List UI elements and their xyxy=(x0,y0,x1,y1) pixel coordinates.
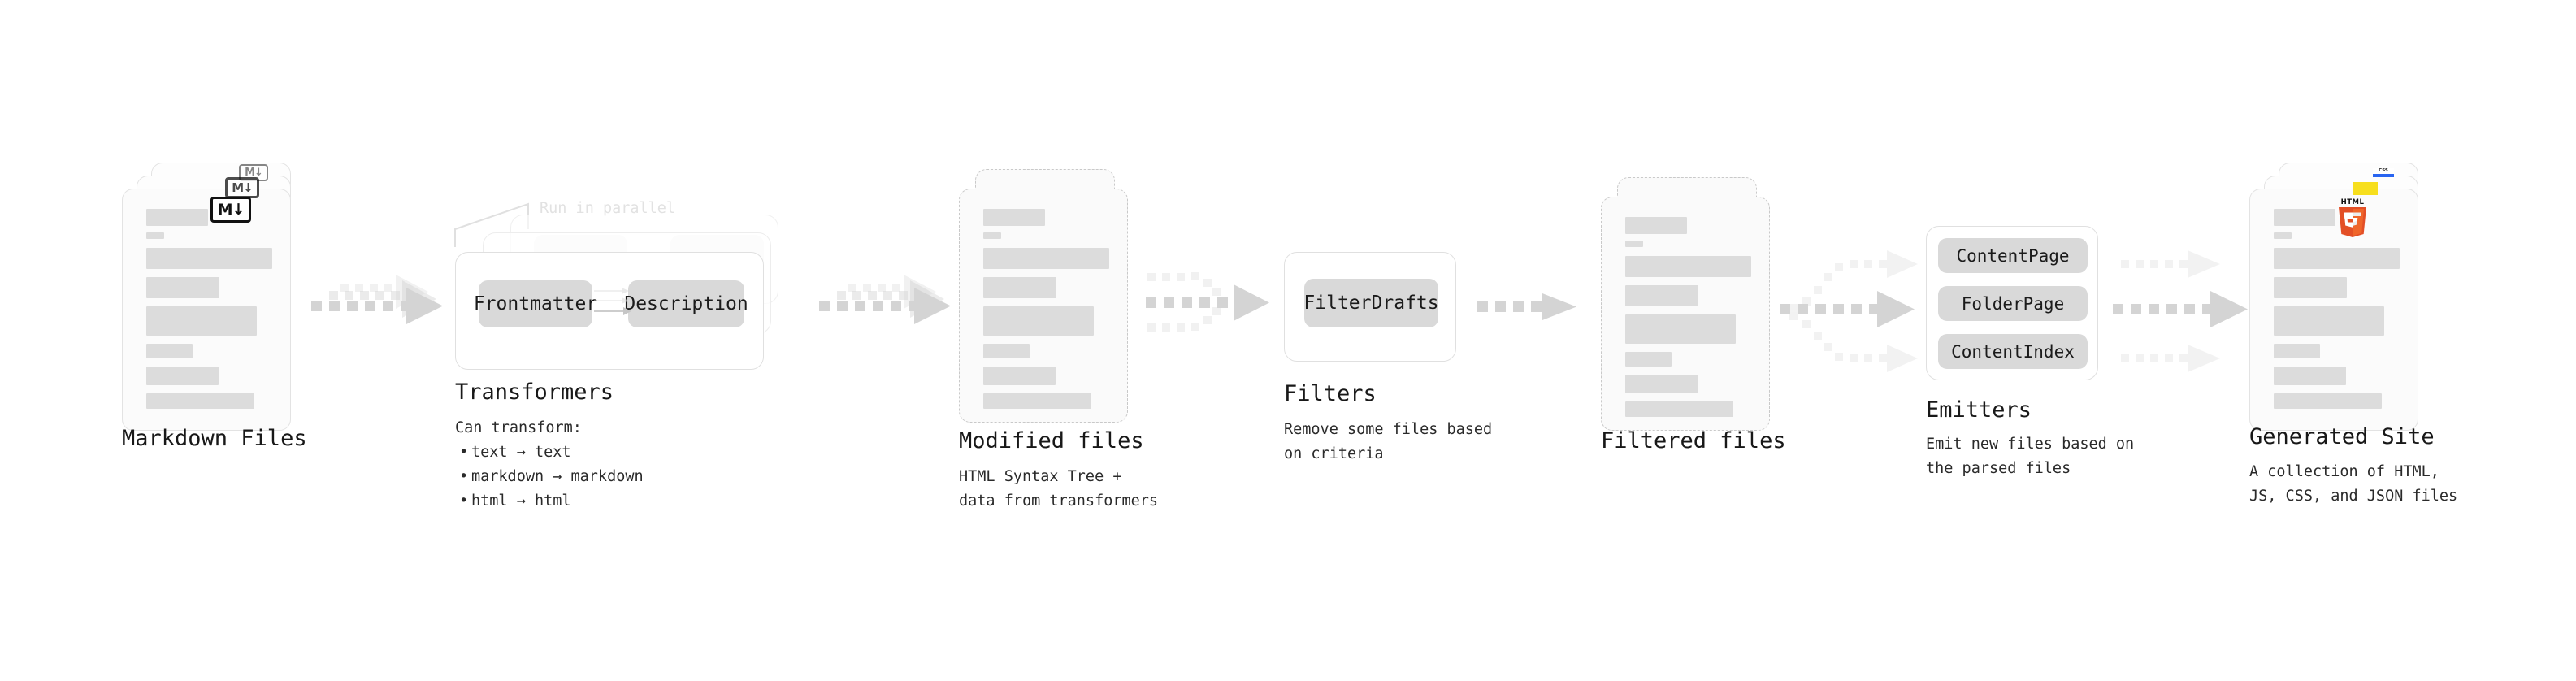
filtered-files-title: Filtered files xyxy=(1601,428,1786,453)
markdown-doc-content xyxy=(145,209,275,409)
transformers-subtitle: Can transform: text → text markdown → ma… xyxy=(455,416,644,514)
filtered-file-stack xyxy=(1601,177,1780,445)
modified-files-subtitle: HTML Syntax Tree + data from transformer… xyxy=(959,468,1159,510)
arrow-filters-to-filtered xyxy=(1477,293,1576,320)
filters-group: FilterDrafts xyxy=(1284,252,1456,362)
markdown-doc-front xyxy=(122,189,291,431)
css3-icon: CSS xyxy=(2373,168,2394,177)
arrow-filtered-to-emitters-diverging xyxy=(1780,250,1918,372)
filtered-doc-front xyxy=(1601,197,1770,431)
run-in-parallel-label: Run in parallel xyxy=(540,200,676,217)
emitters-subtitle: Emit new files based on the parsed files xyxy=(1926,436,2135,477)
markdown-file-stack: M↓ M↓ M↓ xyxy=(122,163,301,431)
stage-filtered-files xyxy=(1601,177,1780,445)
markdown-icon-back-1: M↓ xyxy=(225,177,259,198)
arrow-markdown-to-transformers xyxy=(311,275,443,324)
html5-icon: HTML xyxy=(2334,197,2371,237)
site-doc-front xyxy=(2249,189,2418,431)
arrow-emitters-to-site xyxy=(2113,250,2248,372)
markdown-icon-arrow: ↓ xyxy=(243,180,254,195)
transformers-subtitle-heading: Can transform: xyxy=(455,419,582,436)
markdown-icon-letter: M xyxy=(217,200,233,219)
emitters-title: Emitters xyxy=(1926,397,2032,423)
transformer-chip-frontmatter[interactable]: Frontmatter xyxy=(474,280,597,327)
emitter-chip-contentpage[interactable]: ContentPage xyxy=(1938,238,2088,273)
site-doc-content xyxy=(2273,209,2403,409)
javascript-icon xyxy=(2353,182,2378,195)
generated-site-subtitle: A collection of HTML, JS, CSS, and JSON … xyxy=(2249,463,2458,505)
transformer-internal-arrows xyxy=(594,288,631,315)
transformer-group-front: Frontmatter Description xyxy=(455,252,764,370)
markdown-files-title: Markdown Files xyxy=(122,426,307,451)
filter-chip-filterdrafts[interactable]: FilterDrafts xyxy=(1303,279,1439,327)
modified-doc-content xyxy=(982,209,1112,409)
svg-text:HTML: HTML xyxy=(2341,198,2365,206)
transformers-title: Transformers xyxy=(455,380,614,405)
generated-site-title: Generated Site xyxy=(2249,424,2435,449)
arrow-transformers-to-modified xyxy=(819,275,951,324)
markdown-icon-letter: M xyxy=(232,180,244,195)
transformers-capability-item: html → html xyxy=(459,489,644,514)
stage-generated-site: CSS HTML xyxy=(2249,163,2436,439)
stage-modified-files xyxy=(959,169,1138,437)
filters-title: Filters xyxy=(1284,381,1377,406)
modified-files-title: Modified files xyxy=(959,428,1144,453)
emitter-chip-folderpage[interactable]: FolderPage xyxy=(1938,286,2088,321)
transformers-capability-item: text → text xyxy=(459,440,644,465)
emitter-chip-contentindex[interactable]: ContentIndex xyxy=(1938,334,2088,369)
emitters-group: ContentPage FolderPage ContentIndex xyxy=(1926,226,2098,380)
markdown-icon-arrow: ↓ xyxy=(232,200,245,219)
modified-doc-front xyxy=(959,189,1128,423)
transformers-capability-item: markdown → markdown xyxy=(459,465,644,489)
arrow-modified-to-filters-converging xyxy=(1146,272,1269,332)
transformers-capability-list: text → text markdown → markdown html → h… xyxy=(455,440,644,514)
modified-file-stack xyxy=(959,169,1138,437)
stage-markdown-files: M↓ M↓ M↓ xyxy=(122,163,301,431)
markdown-icon-arrow: ↓ xyxy=(254,167,263,179)
filtered-doc-content xyxy=(1624,217,1754,417)
generated-site-stack: CSS HTML xyxy=(2249,163,2436,439)
markdown-icon-letter: M xyxy=(245,167,255,179)
markdown-icon: M↓ xyxy=(210,197,251,223)
transformer-chip-description[interactable]: Description xyxy=(624,280,748,327)
filters-subtitle: Remove some files based on criteria xyxy=(1284,421,1493,462)
